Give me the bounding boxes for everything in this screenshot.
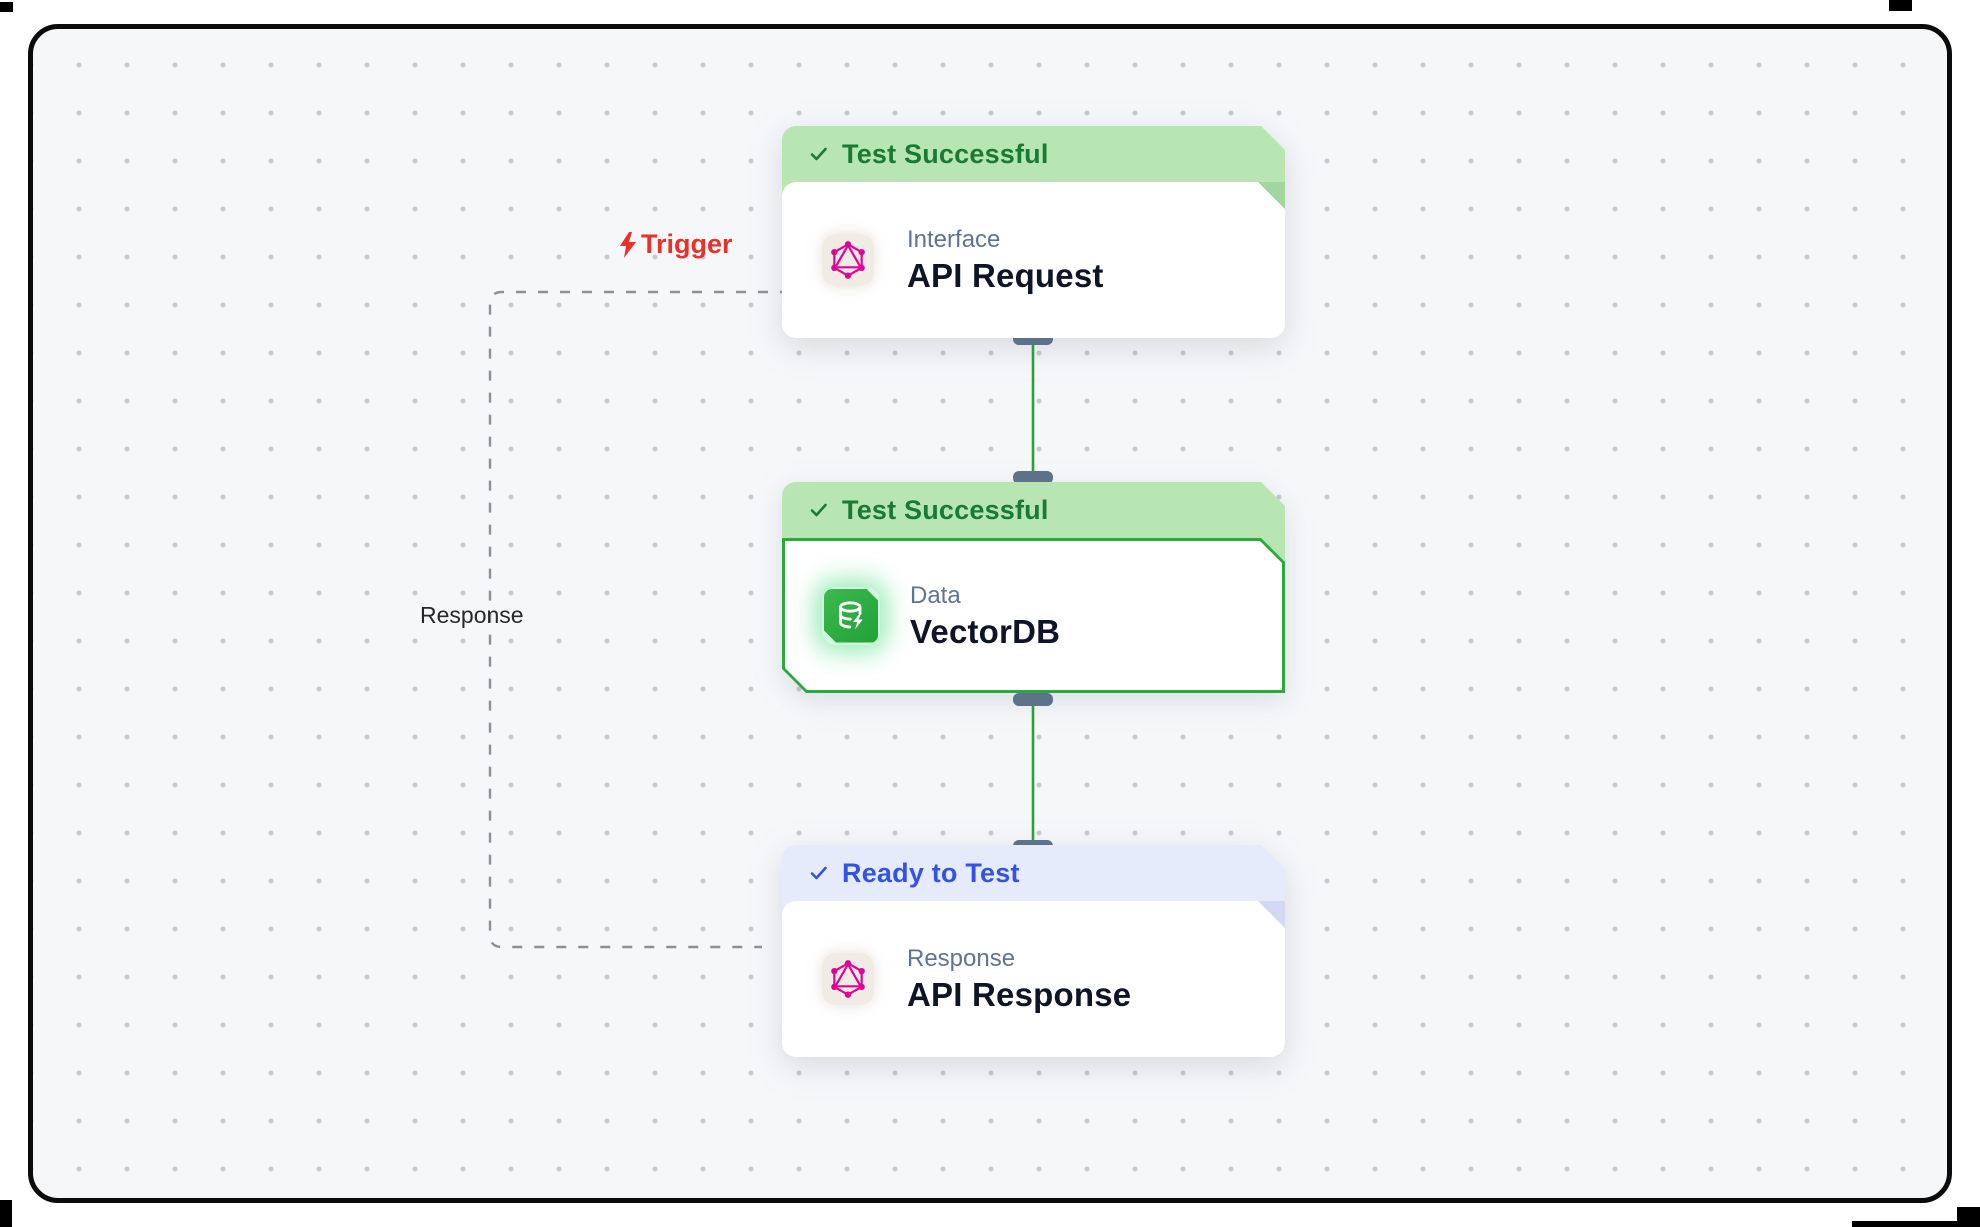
node-status-text: Test Successful (842, 494, 1049, 525)
screen-artifact (0, 2, 13, 12)
node-title: VectorDB (910, 612, 1061, 650)
trigger-edge-label: Trigger (617, 229, 733, 260)
check-icon (808, 143, 830, 165)
trigger-edge-label-text: Trigger (641, 229, 733, 259)
node-vectordb[interactable]: Test Successful (782, 482, 1285, 693)
lightning-bolt-icon (617, 231, 638, 259)
check-icon (808, 499, 830, 521)
vector-database-icon (824, 589, 878, 643)
graphql-icon (822, 234, 874, 286)
node-body[interactable]: Data VectorDB (782, 538, 1285, 693)
node-category: Response (907, 945, 1016, 972)
node-api-response[interactable]: Ready to Test Response API Response (782, 845, 1285, 1057)
node-body[interactable]: Response API Response (782, 901, 1285, 1057)
node-api-request[interactable]: Test Successful Interface API Request (782, 126, 1285, 338)
node-status-text: Ready to Test (842, 857, 1020, 888)
screen-artifact (1852, 1221, 1980, 1227)
node-title: API Request (907, 257, 1104, 294)
response-edge-label: Response (420, 602, 524, 628)
check-icon (808, 862, 830, 884)
icon-glow (822, 587, 880, 645)
node-body[interactable]: Interface API Request (782, 182, 1285, 338)
node-category: Interface (907, 226, 1001, 253)
node-title: API Response (907, 976, 1132, 1013)
graphql-icon (822, 953, 874, 1005)
screen-artifact (0, 1200, 12, 1227)
node-category: Data (910, 581, 961, 609)
screen-artifact (1889, 0, 1912, 11)
node-status-text: Test Successful (842, 138, 1049, 169)
